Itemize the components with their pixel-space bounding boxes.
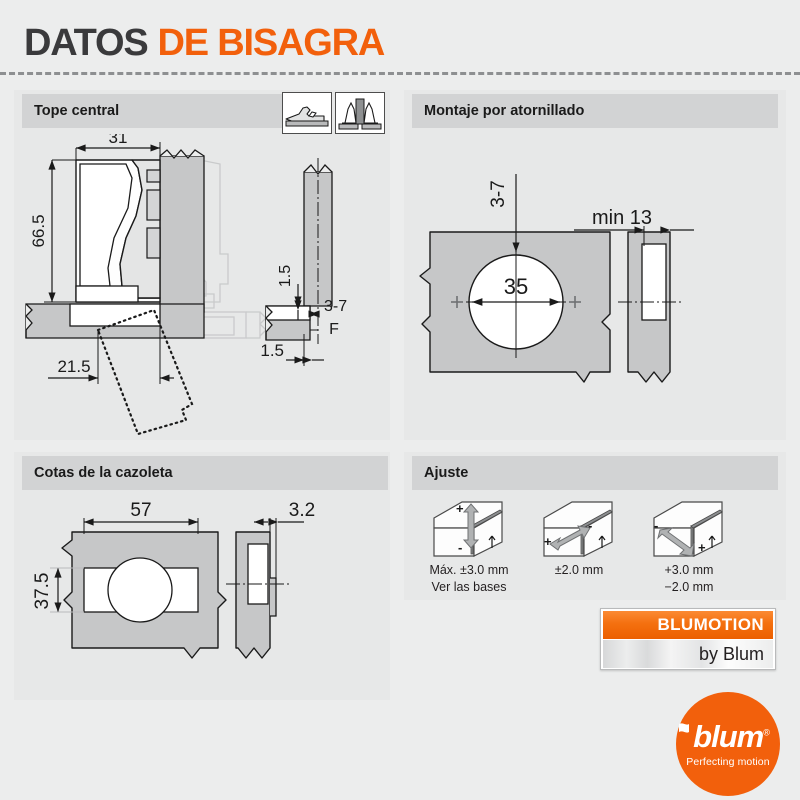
ajuste-caption-3b: −2.0 mm [664, 580, 714, 594]
svg-text:+: + [456, 501, 464, 516]
panel-title-tope-central: Tope central [34, 103, 120, 119]
dim-height-left: 66.5 [29, 214, 48, 247]
dim-width-top: 31 [109, 134, 128, 147]
svg-text:-: - [588, 518, 592, 533]
panel-header-ajuste: Ajuste [412, 456, 778, 490]
blumotion-top-bar: BLUMOTION [603, 611, 773, 639]
dim-cup-height: 37.5 [32, 573, 53, 610]
panel-tope-central: Tope central [14, 90, 390, 440]
dim-gap-f: F [329, 321, 339, 338]
panel-header-tope-central: Tope central [22, 94, 288, 128]
svg-text:-: - [654, 518, 658, 533]
panel-ajuste: Ajuste + - Máx. ±3.0 mm Ver las bases [404, 452, 786, 600]
blumotion-wordmark: BLUMOTION [657, 615, 764, 634]
tope-central-thumbnails [282, 92, 385, 134]
svg-text:+: + [544, 534, 552, 549]
montaje-drawing: 35 3-7 min 13 [404, 134, 786, 440]
blum-flag-icon [679, 722, 690, 742]
panel-title-ajuste: Ajuste [424, 465, 469, 481]
panel-header-montaje: Montaje por atornillado [412, 94, 778, 128]
svg-text:+: + [698, 540, 706, 555]
dim-gap-vertical: 1.5 [277, 265, 294, 287]
blum-word-text: blum [693, 718, 764, 754]
panel-header-cazoleta: Cotas de la cazoleta [22, 456, 388, 490]
hinge-front-view-thumb [335, 92, 385, 134]
page-title-part1: DATOS [24, 22, 149, 64]
blumotion-byline: by Blum [698, 643, 764, 664]
dim-plate-range: 3-7 [324, 298, 347, 315]
cazoleta-drawing: 57 37.5 3.2 [14, 496, 390, 700]
blum-registered-mark: ® [763, 727, 770, 738]
blumotion-bottom-bar: by Blum [603, 640, 773, 668]
ajuste-caption-1b: Ver las bases [431, 580, 507, 594]
hinge-side-view-thumb [282, 92, 332, 134]
svg-text:-: - [458, 540, 462, 555]
ajuste-item-depth: - + +3.0 mm −2.0 mm [634, 496, 744, 596]
dim-edge-distance: 3-7 [488, 180, 509, 207]
dim-cup-diameter: 35 [504, 274, 528, 299]
height-adjustment-icon: + - [433, 501, 503, 557]
panel-title-cazoleta: Cotas de la cazoleta [34, 465, 173, 481]
ajuste-caption-2a: ±2.0 mm [554, 563, 604, 577]
dim-offset-bottom: 21.5 [57, 357, 90, 376]
ajuste-items: + - Máx. ±3.0 mm Ver las bases + - [414, 496, 744, 596]
dim-cup-width: 57 [130, 500, 151, 521]
ajuste-caption-3a: +3.0 mm [664, 563, 714, 577]
ajuste-caption-1a: Máx. ±3.0 mm [429, 563, 509, 577]
panel-title-montaje: Montaje por atornillado [424, 103, 585, 119]
blumotion-logo: BLUMOTION by Blum [600, 608, 776, 670]
blum-tagline: Perfecting motion [686, 755, 770, 768]
blum-wordmark: blum® [679, 718, 770, 754]
dim-min-edge: min 13 [592, 207, 652, 229]
title-divider [0, 72, 800, 75]
blum-logo: blum® Perfecting motion [676, 692, 780, 796]
panel-montaje: Montaje por atornillado [404, 90, 786, 440]
dim-overlay-bottom: 1.5 [260, 341, 284, 360]
side-adjustment-icon: + - [543, 501, 613, 557]
depth-adjustment-icon: - + [653, 501, 723, 557]
dim-cup-thickness: 3.2 [289, 500, 315, 521]
ajuste-item-height: + - Máx. ±3.0 mm Ver las bases [414, 496, 524, 596]
panel-cazoleta: Cotas de la cazoleta [14, 452, 390, 700]
ajuste-item-side: + - ±2.0 mm [524, 496, 634, 596]
page-title-part2: DE BISAGRA [157, 22, 386, 64]
tope-central-drawing: 31 66.5 21.5 [14, 134, 390, 440]
